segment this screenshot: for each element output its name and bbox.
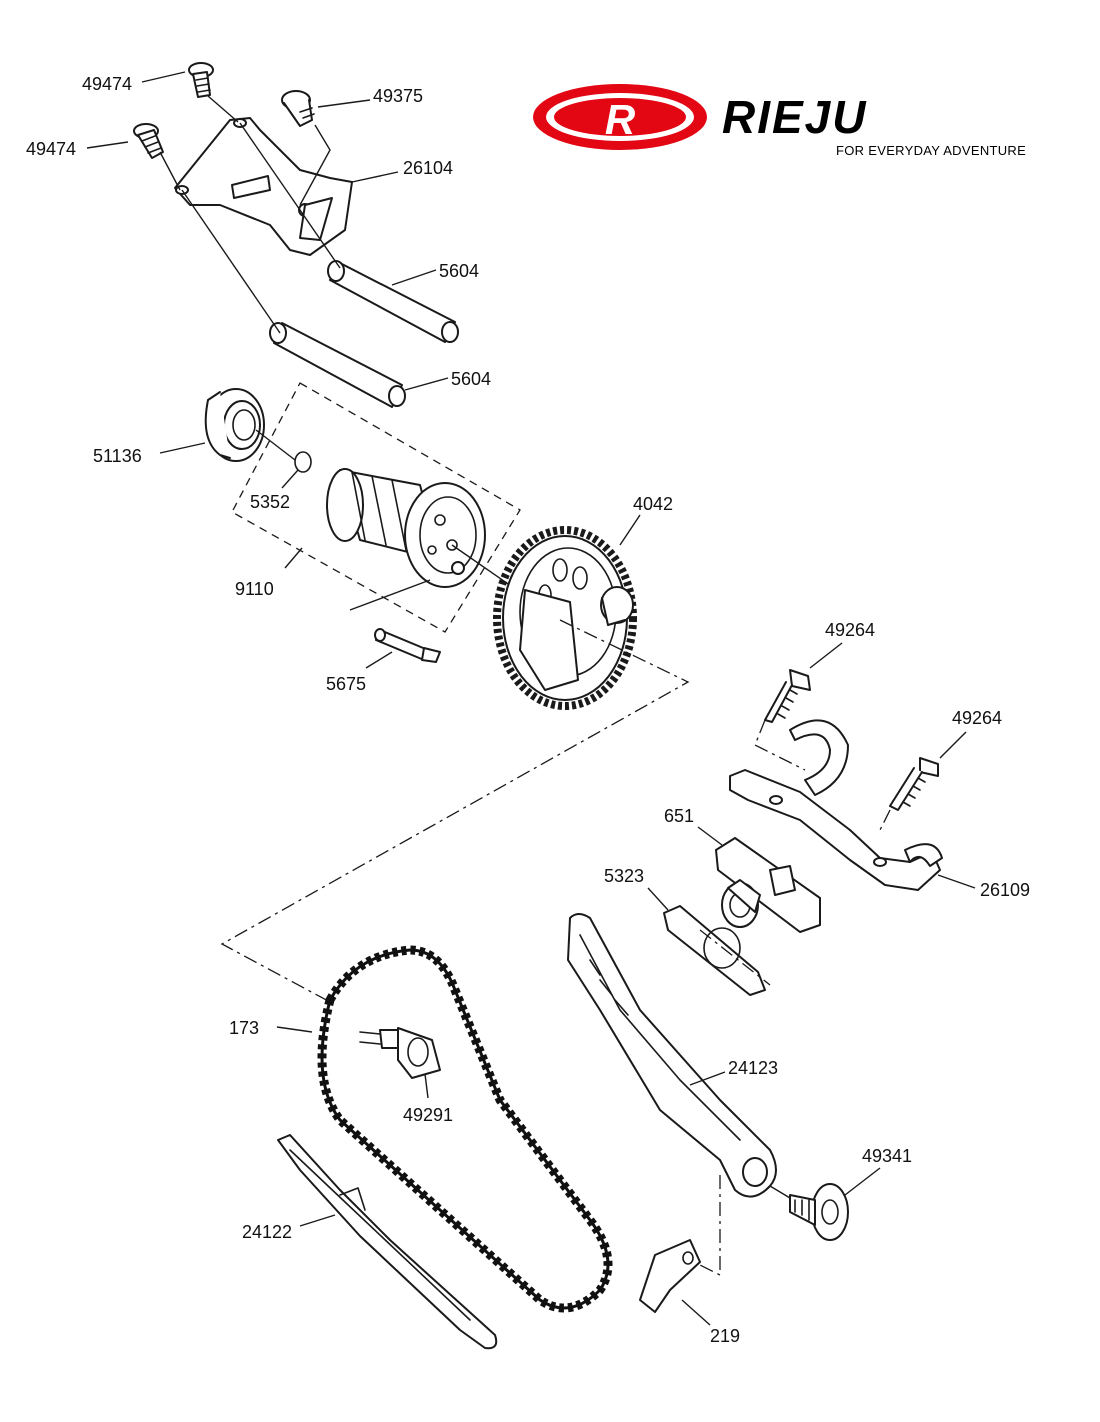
label-4042: 4042 [633,494,673,514]
brand-name: RIEJU [722,91,867,143]
label-219: 219 [710,1326,740,1346]
label-5352: 5352 [250,492,290,512]
label-24122: 24122 [242,1222,292,1242]
circlip-5352 [294,451,312,473]
bolt-49264-lower [889,757,939,811]
label-9110: 9110 [235,579,274,599]
leader-lines [86,71,976,1326]
pin-5604-upper [327,260,459,343]
bracket-26109 [729,719,943,891]
label-5604-b: 5604 [451,369,491,389]
pin-5675 [374,628,441,663]
bolt-49264-upper [764,669,811,723]
camshaft-assembly-outline [231,382,521,633]
sprocket-4042 [493,526,637,710]
label-651: 651 [664,806,694,826]
label-49341: 49341 [862,1146,912,1166]
label-49291: 49291 [403,1105,453,1125]
guide-24123 [567,913,777,1198]
label-49474-a: 49474 [82,74,132,94]
label-49264-a: 49264 [825,620,875,640]
label-26104: 26104 [403,158,453,178]
bearing-51136 [204,388,265,462]
bolt-49474-top [188,62,214,98]
rieju-logo: R RIEJU FOR EVERYDAY ADVENTURE [533,84,1026,158]
assembly-centerline [220,619,690,1003]
label-49474-b: 49474 [26,139,76,159]
label-5604-a: 5604 [439,261,479,281]
bolt-49341 [789,1183,849,1241]
part-labels: 49474 49474 49375 26104 5604 5604 51136 … [26,74,1030,1346]
label-24123: 24123 [728,1058,778,1078]
label-173: 173 [229,1018,259,1038]
label-49264-b: 49264 [952,708,1002,728]
bolt-49375 [281,90,315,127]
pin-5604-lower [269,322,406,408]
bolt-49474-left [133,123,164,159]
label-51136: 51136 [93,446,142,466]
timing-chain-173 [317,945,613,1313]
label-5675: 5675 [326,674,366,694]
guide-24122 [277,1134,498,1350]
brand-tagline: FOR EVERYDAY ADVENTURE [836,143,1026,158]
label-26109: 26109 [980,880,1030,900]
tensioner-651 [715,837,821,933]
gasket-5323 [663,905,766,996]
label-49375: 49375 [373,86,423,106]
plate-26104 [174,117,353,256]
label-5323: 5323 [604,866,644,886]
logo-letter: R [605,96,636,143]
camshaft-9110 [326,468,486,588]
pivot-219 [639,1239,701,1313]
bolt-49291 [359,1027,441,1079]
